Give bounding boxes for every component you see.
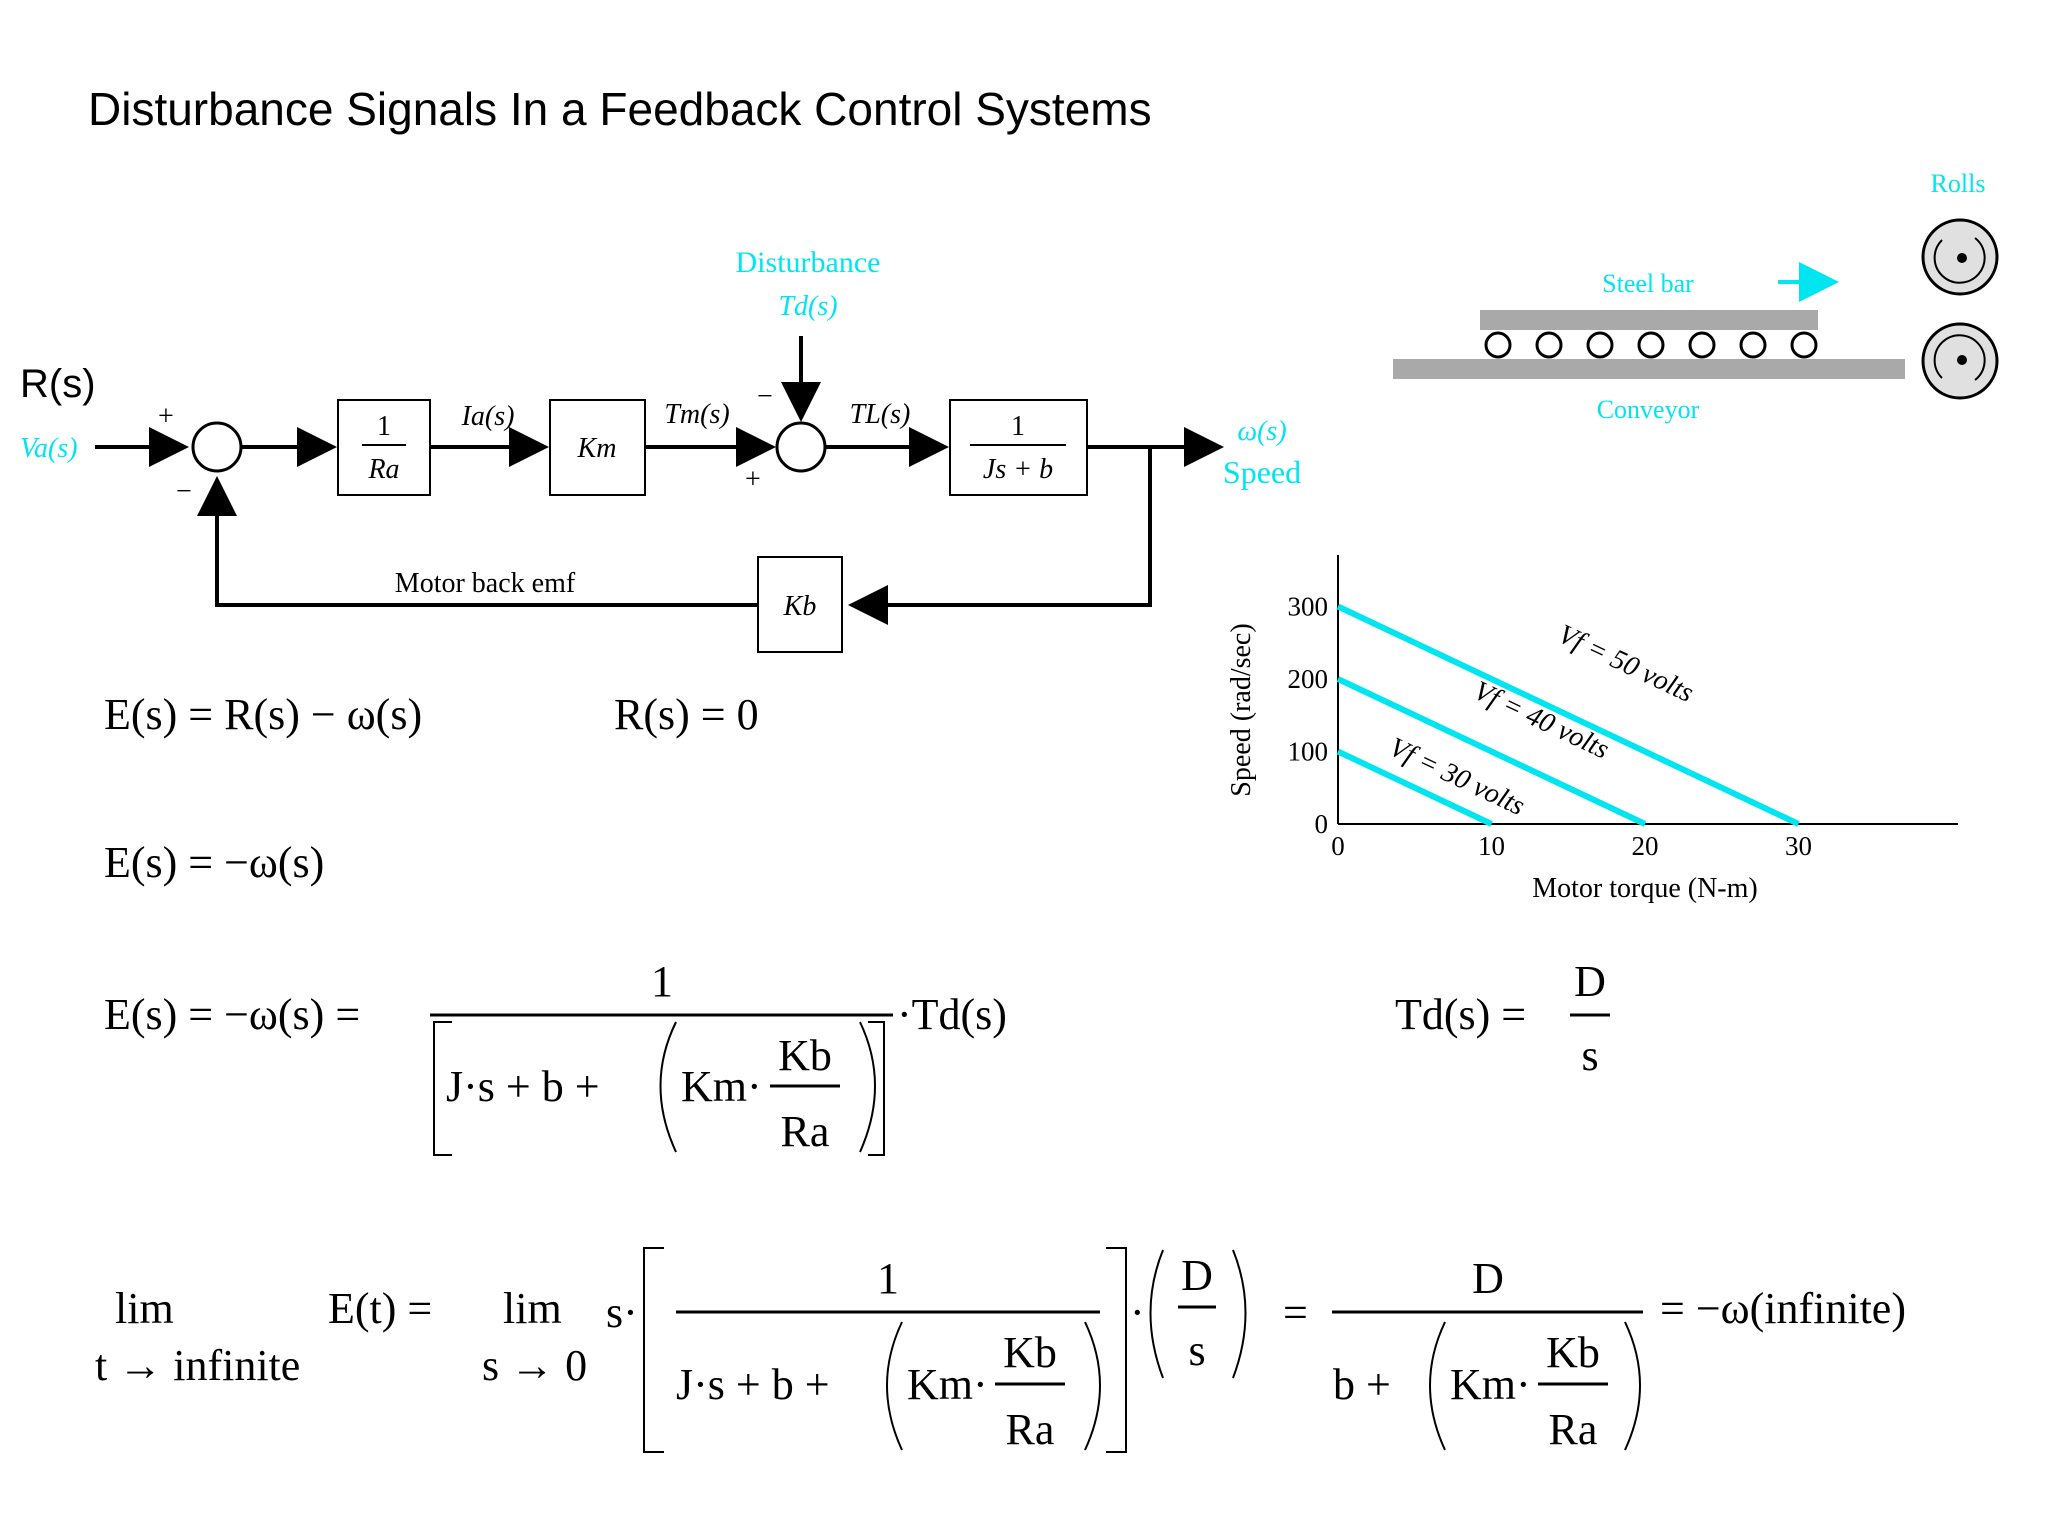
eq4-km: Km· (907, 1360, 988, 1409)
eq3-denominator-part: J·s + b + (446, 1062, 600, 1111)
eq4-numerator: 1 (877, 1254, 899, 1303)
conveyor-rollers (1484, 331, 1818, 359)
roll-bottom (1921, 322, 1999, 400)
input-label: Va(s) (20, 433, 78, 464)
eq4-d-left-paren (1149, 1249, 1164, 1379)
block-km-label: Km (577, 433, 617, 464)
eq5-numerator: D (1472, 1254, 1504, 1303)
eq4-dot: · (1130, 1288, 1145, 1337)
reference-input-label: R(s) (20, 362, 96, 406)
eq4-right-paren (1084, 1321, 1101, 1451)
eq4-s: s (1188, 1326, 1205, 1375)
series-line (1336, 748, 1493, 827)
series-line (1336, 603, 1800, 827)
conveyor-illustration: Rolls Steel bar Conveyor (1393, 169, 1999, 424)
slide-title: Disturbance Signals In a Feedback Contro… (88, 83, 1152, 135)
feedback-wire-right (848, 447, 1152, 625)
eq3-td: ·Td(s) (897, 990, 1007, 1039)
block-3-numerator: 1 (1011, 411, 1025, 442)
x-tick-label: 20 (1632, 831, 1659, 861)
eq5-result: = −ω(infinite) (1660, 1284, 1906, 1333)
eq5-denominator-part: b + (1333, 1360, 1391, 1409)
steel-bar-label: Steel bar (1602, 269, 1694, 298)
eq4-right-bracket (1106, 1247, 1127, 1453)
summing-junction-2 (775, 421, 827, 473)
block-3-denominator: Js + b (983, 454, 1053, 485)
eq1-error-definition: E(s) = R(s) − ω(s) (104, 690, 422, 739)
td-denominator: s (1581, 1031, 1598, 1080)
eq3-kb: Kb (778, 1031, 832, 1080)
steel-bar (1480, 310, 1818, 330)
conveyor-label: Conveyor (1597, 395, 1700, 424)
disturbance-label: Disturbance (736, 246, 881, 279)
lim1-top: lim (115, 1284, 174, 1333)
lim2-top: lim (503, 1284, 562, 1333)
y-tick-label: 200 (1288, 664, 1329, 694)
minus-sign-disturbance: − (757, 381, 773, 412)
eq3-right-paren (859, 1021, 876, 1153)
plus-sign-input: + (158, 401, 174, 432)
x-tick-label: 30 (1785, 831, 1812, 861)
eq4-kb: Kb (1003, 1328, 1057, 1377)
eq5-km: Km· (1450, 1360, 1531, 1409)
eq5-ra: Ra (1549, 1405, 1598, 1454)
block-kb-label: Kb (783, 591, 817, 622)
y-tick-label: 100 (1288, 737, 1329, 767)
eq3-km: Km· (681, 1062, 762, 1111)
lim1-bottom: t → infinite (95, 1341, 300, 1390)
load-torque-label: TL(s) (850, 399, 911, 430)
eq3-left-bracket (433, 1021, 452, 1156)
block-diagram (95, 336, 1224, 653)
minus-sign-feedback: − (176, 476, 192, 507)
eq3-right-bracket (868, 1021, 885, 1156)
eq1-reference-zero: R(s) = 0 (614, 690, 759, 739)
eq3-numerator: 1 (651, 957, 673, 1006)
y-tick-label: 300 (1288, 592, 1329, 622)
eq3-left-paren (659, 1021, 677, 1153)
eq4-d: D (1181, 1251, 1213, 1300)
y-tick-label: 0 (1315, 809, 1329, 839)
x-tick-label: 10 (1478, 831, 1505, 861)
motor-torque-label: Tm(s) (664, 399, 729, 430)
block-1-denominator: Ra (367, 454, 399, 485)
td-numerator: D (1574, 957, 1606, 1006)
series-label: Vf = 50 volts (1553, 619, 1698, 709)
eq2-error-speed: E(s) = −ω(s) (104, 838, 324, 887)
lim1-error: E(t) = (328, 1284, 432, 1333)
eq3-lhs: E(s) = −ω(s) = (104, 990, 360, 1039)
td-lhs: Td(s) = (1395, 990, 1526, 1039)
eq5-right-paren (1624, 1321, 1641, 1451)
series-line (1336, 676, 1647, 827)
eq4-left-paren (886, 1321, 903, 1451)
x-tick-label: 0 (1331, 831, 1345, 861)
torque-speed-chart: Motor torque (N-m) Speed (rad/sec) 0 10 20… (1226, 555, 1958, 904)
eq4-equals: = (1283, 1288, 1308, 1337)
equations: E(s) = R(s) − ω(s) R(s) = 0 E(s) = −ω(s)… (95, 690, 1906, 1454)
plus-sign-torque: + (745, 464, 761, 495)
lim2-bottom: s → 0 (482, 1341, 587, 1390)
conveyor-bed (1393, 359, 1905, 379)
output-name: Speed (1223, 454, 1301, 490)
eq5-kb: Kb (1546, 1328, 1600, 1377)
x-axis-label: Motor torque (N-m) (1532, 873, 1758, 904)
y-axis-label: Speed (rad/sec) (1226, 623, 1257, 796)
summing-junction-1 (191, 421, 243, 473)
eq3-ra: Ra (781, 1107, 830, 1156)
roll-top (1921, 218, 1999, 296)
output-label: ω(s) (1237, 416, 1286, 447)
eq5-left-paren (1429, 1321, 1446, 1451)
block-1-numerator: 1 (377, 411, 391, 442)
eq4-denominator-part: J·s + b + (676, 1360, 830, 1409)
lim2-s: s· (606, 1288, 638, 1337)
rolls-label: Rolls (1931, 169, 1986, 198)
eq4-left-bracket (643, 1247, 664, 1453)
feedback-wire-left (197, 476, 758, 607)
eq4-ra: Ra (1006, 1405, 1055, 1454)
disturbance-signal-label: Td(s) (778, 291, 837, 322)
feedback-label: Motor back emf (395, 568, 576, 599)
current-label: Ia(s) (461, 401, 515, 432)
eq4-d-right-paren (1232, 1249, 1247, 1379)
